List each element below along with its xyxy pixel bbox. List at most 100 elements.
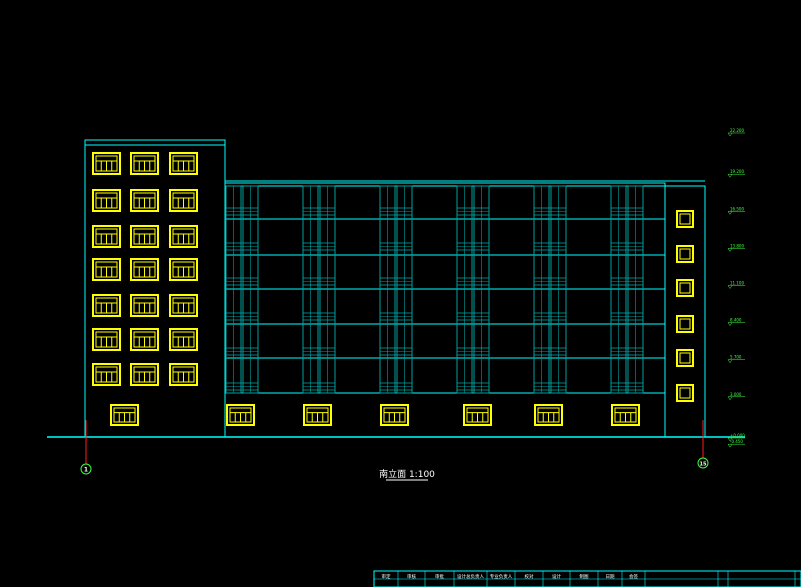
stair-window-3 <box>676 279 694 297</box>
window-frame <box>463 404 492 426</box>
elevation-marker-triangle <box>727 285 733 289</box>
title-block-cell-label: 审定 <box>382 573 391 580</box>
elevation-label: ±0.000 <box>730 433 745 438</box>
elevation-marker-triangle <box>727 396 733 401</box>
window-frame <box>169 225 198 248</box>
window-frame <box>169 363 198 386</box>
window-frame <box>169 189 198 212</box>
elevation-label: 16.500 <box>730 206 744 211</box>
elevation-marker-triangle <box>727 359 733 364</box>
balcony-column-5 <box>533 185 567 394</box>
title-block-cell-label: 设计总负责人 <box>457 573 484 580</box>
elevation-label: 5.700 <box>730 355 742 360</box>
window-frame <box>130 225 159 248</box>
elevation-marker-8: 3.000 <box>727 392 745 401</box>
title-block-cell-label: 设计 <box>552 573 561 580</box>
title-block-cell-label: 校对 <box>525 573 534 580</box>
title-block: 审定审核审批设计总负责人专业负责人校对设计制图日期会签 <box>373 570 801 587</box>
window-frame <box>169 328 198 351</box>
elevation-label: 19.200 <box>730 169 744 174</box>
elevation-marker-triangle <box>727 248 733 252</box>
window-frame <box>92 189 121 212</box>
ground-window-1 <box>110 404 139 426</box>
balcony-column-4 <box>456 185 490 394</box>
stair-window-inner <box>679 387 691 399</box>
title-block-cell-label: 专业负责人 <box>490 573 513 580</box>
title-block-cell-label: 会签 <box>629 573 638 580</box>
window-frame <box>130 328 159 351</box>
left-window-r7-c2 <box>130 363 159 386</box>
elevation-marker-1: 22.200 <box>727 128 745 137</box>
main-block <box>110 180 705 438</box>
left-window-r6-c3 <box>169 328 198 351</box>
left-window-r2-c3 <box>169 189 198 212</box>
elevation-label: 3.000 <box>730 392 742 397</box>
axis-markers: 1 15 <box>80 420 709 475</box>
ground-window-4 <box>380 404 409 426</box>
window-frame <box>130 258 159 281</box>
axis-label-left: 1 <box>84 467 88 474</box>
elevation-marker-triangle <box>727 132 733 137</box>
window-frame <box>92 363 121 386</box>
window-frame <box>92 152 121 175</box>
stair-window-inner <box>679 352 691 364</box>
stair-window-frame <box>676 210 694 228</box>
elevation-marker-triangle <box>727 322 733 327</box>
balcony-column-2 <box>302 185 336 394</box>
window-frame <box>92 328 121 351</box>
drawing-title: 南立面 1:100 <box>379 468 435 480</box>
stair-window-6 <box>676 384 694 402</box>
stair-tower <box>664 185 706 438</box>
left-window-r4-c3 <box>169 258 198 281</box>
left-window-r1-c3 <box>169 152 198 175</box>
elevation-markers: 22.20019.20016.50013.80011.1008.4005.700… <box>727 128 745 448</box>
ground-window-3 <box>303 404 332 426</box>
stair-window-inner <box>679 318 691 330</box>
window-frame <box>92 258 121 281</box>
axis-bubble-left <box>80 463 92 475</box>
stair-window-frame <box>676 245 694 263</box>
left-window-r2-c1 <box>92 189 121 212</box>
elevation-marker-triangle <box>727 437 733 442</box>
window-frame <box>169 294 198 317</box>
left-window-r2-c2 <box>130 189 159 212</box>
window-frame <box>130 363 159 386</box>
stair-window-5 <box>676 349 694 367</box>
window-frame <box>380 404 409 426</box>
balcony-column-6 <box>610 185 644 394</box>
left-window-r4-c1 <box>92 258 121 281</box>
stair-window-4 <box>676 315 694 333</box>
balcony-column-3 <box>379 185 413 394</box>
window-frame <box>169 258 198 281</box>
window-frame <box>110 404 139 426</box>
title-block-cell-label: 日期 <box>606 574 615 580</box>
elevation-marker-10: -0.450 <box>727 439 745 448</box>
elevation-marker-3: 16.500 <box>727 206 745 215</box>
left-window-r4-c2 <box>130 258 159 281</box>
title-block-cell-label: 审批 <box>435 573 444 580</box>
elevation-marker-9: ±0.000 <box>727 433 745 442</box>
balcony-column-1 <box>225 185 259 394</box>
left-window-r3-c1 <box>92 225 121 248</box>
left-window-r5-c1 <box>92 294 121 317</box>
left-window-r3-c2 <box>130 225 159 248</box>
left-window-r5-c2 <box>130 294 159 317</box>
left-window-r5-c3 <box>169 294 198 317</box>
ground-window-2 <box>226 404 255 426</box>
stair-window-inner <box>679 282 691 294</box>
window-frame <box>303 404 332 426</box>
title-block-cell-label: 制图 <box>580 573 589 580</box>
ground-window-5 <box>463 404 492 426</box>
elevation-label: -0.450 <box>730 439 743 444</box>
left-window-r7-c1 <box>92 363 121 386</box>
elevation-label: 8.400 <box>730 318 742 323</box>
stair-window-frame <box>676 384 694 402</box>
elevation-label: 13.800 <box>730 243 744 248</box>
window-frame <box>92 225 121 248</box>
axis-label-right: 15 <box>700 462 707 468</box>
stair-window-frame <box>676 279 694 297</box>
stair-window-frame <box>676 349 694 367</box>
elevation-marker-triangle <box>727 211 733 215</box>
